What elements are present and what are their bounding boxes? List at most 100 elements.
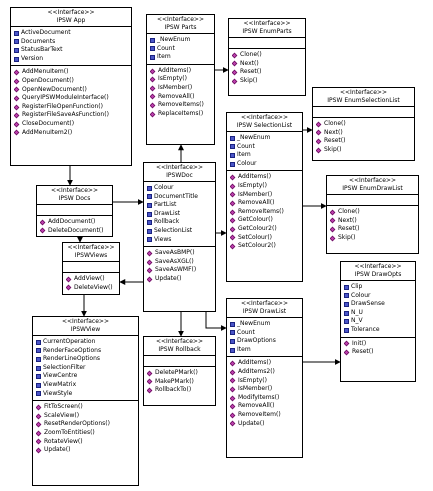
operation-item[interactable]: Skip() — [316, 146, 411, 155]
attribute-item[interactable]: CurrentOperation — [36, 338, 135, 347]
attribute-item[interactable]: Version — [14, 55, 128, 64]
operation-item[interactable]: Update() — [147, 275, 212, 284]
attribute-item[interactable]: Rollback — [147, 218, 212, 227]
operation-item[interactable]: OpenNewDocument() — [14, 86, 128, 95]
attribute-item[interactable]: DocumentTitle — [147, 193, 212, 202]
operation-item[interactable]: RemoveAll() — [230, 402, 299, 411]
attribute-item[interactable]: Clip — [344, 283, 412, 292]
attribute-item[interactable]: Colour — [344, 292, 412, 301]
operation-item[interactable]: IsEmpty() — [150, 75, 211, 84]
operation-item[interactable]: AddItems() — [150, 67, 211, 76]
attribute-item[interactable]: _NewEnum — [150, 36, 211, 45]
operation-item[interactable]: DeleteDocument() — [40, 227, 109, 236]
operation-item[interactable]: Next() — [330, 217, 415, 226]
operation-item[interactable]: RemoveAll() — [230, 199, 299, 208]
operation-item[interactable]: DeletePMark() — [147, 369, 212, 378]
attribute-item[interactable]: Colour — [230, 160, 299, 169]
attribute-item[interactable]: Documents — [14, 38, 128, 47]
operation-item[interactable]: ReplaceItems() — [150, 110, 211, 119]
operation-item[interactable]: AddItems() — [230, 173, 299, 182]
operation-item[interactable]: GetColour2() — [230, 225, 299, 234]
operation-item[interactable]: GetColour() — [230, 216, 299, 225]
operation-item[interactable]: AddView() — [66, 275, 116, 284]
attribute-item[interactable]: DrawList — [147, 210, 212, 219]
attribute-item[interactable]: N_U — [344, 309, 412, 318]
attribute-item[interactable]: Item — [230, 346, 299, 355]
attribute-item[interactable]: ViewMatrix — [36, 381, 135, 390]
attribute-item[interactable]: Count — [150, 45, 211, 54]
operation-item[interactable]: SetColour() — [230, 234, 299, 243]
attribute-item[interactable]: Count — [230, 329, 299, 338]
operation-item[interactable]: Reset() — [344, 348, 412, 357]
operation-item[interactable]: ModifyItems() — [230, 394, 299, 403]
attribute-item[interactable]: ActiveDocument — [14, 29, 128, 38]
attribute-item[interactable]: Tolerance — [344, 326, 412, 335]
operation-item[interactable]: IsMember() — [150, 84, 211, 93]
attribute-item[interactable]: PartList — [147, 201, 212, 210]
operation-item[interactable]: SaveAsBMP() — [147, 249, 212, 258]
operation-item[interactable]: SaveAsXGL() — [147, 258, 212, 267]
operation-item[interactable]: CloseDocument() — [14, 120, 128, 129]
operation-item[interactable]: IsMember() — [230, 191, 299, 200]
attribute-item[interactable]: Item — [230, 151, 299, 160]
operation-item[interactable]: Skip() — [330, 234, 415, 243]
attribute-item[interactable]: Item — [150, 53, 211, 62]
operation-item[interactable]: IsEmpty() — [230, 377, 299, 386]
operation-item[interactable]: MakePMark() — [147, 378, 212, 387]
operation-item[interactable]: Skip() — [232, 77, 302, 86]
operation-item[interactable]: AddItems2() — [230, 368, 299, 377]
operation-item[interactable]: FitToScreen() — [36, 403, 135, 412]
operation-item[interactable]: AddMenuItem() — [14, 68, 128, 77]
attribute-item[interactable]: DrawOptions — [230, 337, 299, 346]
attribute-item[interactable]: Count — [230, 143, 299, 152]
attribute-item[interactable]: ViewCentre — [36, 372, 135, 381]
operation-item[interactable]: Clone() — [316, 120, 411, 129]
attribute-item[interactable]: DrawSense — [344, 300, 412, 309]
attribute-item[interactable]: _NewEnum — [230, 134, 299, 143]
operation-item[interactable]: RemoveItem() — [230, 411, 299, 420]
attribute-item[interactable]: SelectionList — [147, 227, 212, 236]
operation-item[interactable]: QueryIPSWModuleInterface() — [14, 94, 128, 103]
attribute-item[interactable]: Colour — [147, 184, 212, 193]
operation-item[interactable]: Next() — [316, 129, 411, 138]
operation-item[interactable]: Reset() — [330, 225, 415, 234]
attribute-item[interactable]: StatusBarText — [14, 46, 128, 55]
operation-item[interactable]: Clone() — [232, 51, 302, 60]
operation-item[interactable]: Update() — [230, 420, 299, 429]
operation-item[interactable]: ScaleView() — [36, 412, 135, 421]
operation-item[interactable]: Reset() — [232, 68, 302, 77]
operation-item[interactable]: RegisterFileOpenFunction() — [14, 103, 128, 112]
operation-item[interactable]: RegisterFileSaveAsFunction() — [14, 111, 128, 120]
operation-item[interactable]: DeleteView() — [66, 284, 116, 293]
attribute-item[interactable]: N_V — [344, 317, 412, 326]
operation-item[interactable]: AddItems() — [230, 359, 299, 368]
operation-item[interactable]: IsMember() — [230, 385, 299, 394]
operation-item[interactable]: Reset() — [316, 137, 411, 146]
operation-item[interactable]: RemoveItems() — [150, 101, 211, 110]
operation-item[interactable]: IsEmpty() — [230, 182, 299, 191]
operation-item[interactable]: AddDocument() — [40, 218, 109, 227]
operation-item[interactable]: ZoomToEntities() — [36, 429, 135, 438]
operation-item[interactable]: AddMenuItem2() — [14, 129, 128, 138]
attribute-item[interactable]: ViewStyle — [36, 390, 135, 399]
operation-item[interactable]: Clone() — [330, 208, 415, 217]
operation-item[interactable]: Init() — [344, 340, 412, 349]
attribute-item[interactable]: Views — [147, 236, 212, 245]
operation-item[interactable]: RemoveAll() — [150, 93, 211, 102]
operation-item[interactable]: RollbackTo() — [147, 386, 212, 395]
operation-item[interactable]: Next() — [232, 60, 302, 69]
operation-item[interactable]: RemoveItems() — [230, 208, 299, 217]
operation-item[interactable]: SaveAsWMF() — [147, 266, 212, 275]
